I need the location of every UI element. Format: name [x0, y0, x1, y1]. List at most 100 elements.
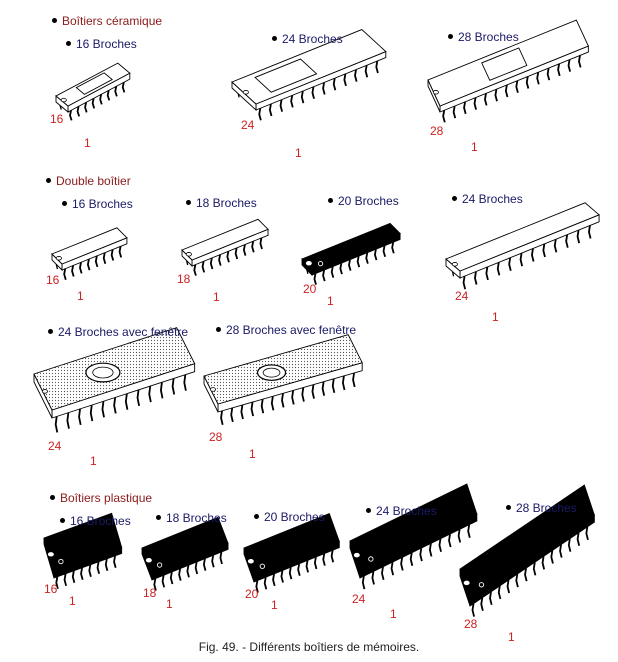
pin-mark	[546, 67, 551, 81]
label-plastic-18: 18 Broches	[156, 511, 227, 525]
pin-mark	[281, 393, 285, 408]
label-double-18: 18 Broches	[186, 196, 257, 210]
pin-mark	[171, 378, 176, 395]
pin-mark	[183, 374, 187, 391]
pin-plastic-20-high: 20	[245, 587, 259, 601]
bullet-icon	[186, 200, 191, 206]
pin-mark	[86, 258, 91, 271]
pin-mark	[567, 59, 572, 72]
pin-mark	[71, 265, 75, 277]
chip-ceramic-28	[427, 19, 589, 123]
pin-mark	[311, 384, 315, 399]
package-top	[459, 484, 595, 600]
pin-mark	[290, 95, 294, 108]
notch-mark	[451, 262, 458, 267]
pin-mark	[506, 579, 511, 594]
pin-mark	[497, 585, 502, 600]
pin-plastic-18-low: 1	[166, 597, 173, 611]
notch-mark	[47, 552, 54, 557]
bullet-icon	[272, 36, 277, 42]
pin-ceramic-24-high: 24	[241, 118, 255, 132]
pin-mark	[102, 252, 107, 264]
pin-mark	[66, 412, 70, 429]
pin-mark	[258, 108, 262, 121]
pin-mark	[480, 597, 484, 611]
pin-mark	[321, 381, 326, 396]
pin-mark	[288, 566, 293, 580]
pin-mark	[442, 110, 446, 123]
die-mark	[262, 367, 281, 378]
package-lid	[75, 72, 113, 95]
pin-mark	[311, 86, 315, 100]
chip-window-28	[203, 334, 363, 426]
pin-mark	[524, 568, 528, 582]
pin-plastic-28-low: 1	[508, 630, 515, 644]
pin-mark	[559, 544, 563, 558]
pin-mark	[452, 105, 457, 119]
label-ceramic-28: 28 Broches	[448, 30, 519, 44]
pin-mark	[567, 538, 572, 552]
pin-mark	[202, 558, 207, 571]
package-top	[51, 227, 128, 265]
pin-mark	[313, 556, 318, 570]
bullet-icon	[52, 18, 57, 24]
pin-mark	[80, 567, 84, 581]
pin-mark	[532, 562, 537, 576]
label-double-20: 20 Broches	[328, 194, 399, 208]
notch-mark	[242, 90, 249, 95]
pin-mark	[301, 387, 305, 402]
heading-ceramic: Boîtiers céramique	[52, 14, 162, 28]
pin-double-18-low: 1	[213, 290, 220, 304]
notch-mark	[60, 97, 67, 103]
pin-mark	[89, 404, 94, 422]
pin-mark	[576, 229, 581, 244]
pin-double-24-high: 24	[455, 289, 469, 303]
pin-mark	[515, 80, 519, 93]
pin-mark	[300, 90, 305, 104]
pin-mark	[322, 82, 326, 95]
bullet-icon	[156, 515, 161, 521]
pin-mark	[297, 563, 301, 576]
pin-mark	[136, 389, 141, 407]
pin-mark	[263, 577, 268, 590]
bullet-icon	[50, 495, 55, 501]
notch-mark	[463, 580, 470, 586]
pin-mark	[565, 234, 569, 248]
pin-mark	[428, 543, 433, 557]
pin-ceramic-28-low: 1	[471, 140, 478, 154]
pin-mark	[113, 555, 117, 569]
pin-mark	[69, 110, 73, 121]
pin-mark	[234, 247, 239, 260]
chip-double-20	[301, 222, 401, 285]
pin-mark	[118, 246, 123, 258]
package-top	[43, 512, 123, 573]
label-plastic-20: 20 Broches	[254, 510, 325, 524]
pin-mark	[71, 570, 76, 584]
pin-mark	[365, 252, 369, 264]
window	[256, 364, 287, 381]
pin-window-24-low: 1	[90, 454, 97, 468]
pin-mark	[339, 262, 343, 275]
pin-mark	[485, 266, 489, 281]
pin-mark	[467, 524, 471, 538]
pin-mark	[390, 561, 395, 576]
bullet-icon	[216, 327, 221, 333]
package-top	[349, 483, 478, 572]
pin-mark	[161, 575, 166, 588]
pin-mark	[220, 410, 224, 426]
package-top	[445, 202, 600, 272]
pin-mark	[259, 237, 263, 250]
pin-mark	[279, 99, 284, 112]
pin-mark	[550, 550, 554, 564]
pin-window-28-high: 28	[209, 430, 223, 444]
package-top	[301, 222, 401, 270]
pin-mark	[218, 254, 222, 266]
pin1-marker	[259, 563, 265, 569]
pin-mark	[255, 580, 259, 593]
pin-mark	[186, 565, 190, 578]
package-top	[243, 512, 340, 577]
pin-plastic-24-high: 24	[352, 592, 366, 606]
pin-mark	[381, 566, 385, 581]
pin-mark	[348, 259, 352, 271]
pin-mark	[462, 276, 467, 290]
